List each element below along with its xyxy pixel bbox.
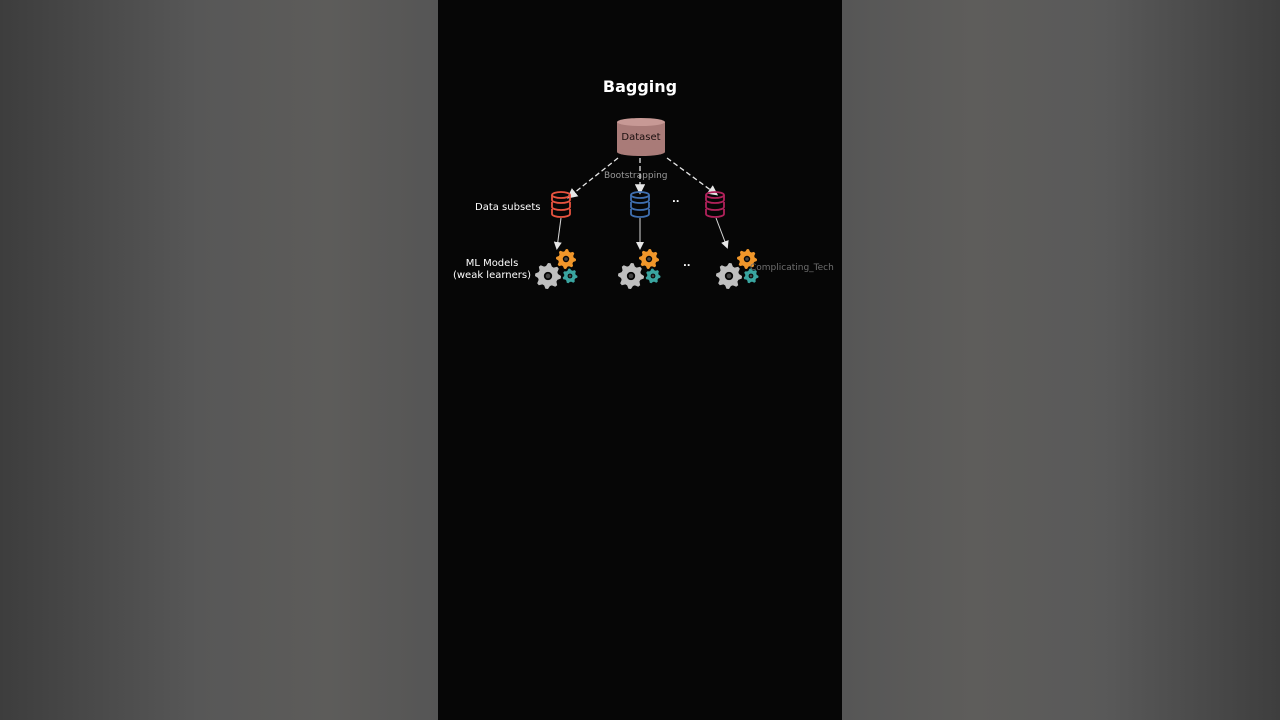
bootstrap-arrow-right <box>666 157 719 196</box>
model-arrow-3 <box>715 217 729 249</box>
gear-icon <box>556 249 576 269</box>
ml-models-label-line1: ML Models <box>465 258 519 269</box>
gear-icon <box>639 249 659 269</box>
subsets-ellipsis: .. <box>672 194 680 205</box>
gear-icon <box>535 263 561 289</box>
bagging-diagram <box>535 118 759 289</box>
ml-model-gears-icon <box>716 249 759 289</box>
dataset-label: Dataset <box>621 132 661 143</box>
data-subsets-label: Data subsets <box>475 202 541 213</box>
dataset-cylinder-icon <box>617 118 665 156</box>
gear-icon <box>716 263 742 289</box>
watermark: Complicating_Tech <box>750 263 834 273</box>
model-arrow-1 <box>553 217 562 250</box>
blurred-background-left <box>0 0 438 720</box>
gear-icon <box>645 268 661 284</box>
data-subset-database-icon <box>551 191 571 218</box>
bootstrap-arrow-left <box>566 157 619 199</box>
ml-model-gears-icon <box>618 249 661 289</box>
models-ellipsis: .. <box>683 258 691 269</box>
gear-icon <box>743 268 759 284</box>
bootstrapping-label: Bootstrapping <box>604 171 668 181</box>
gear-icon <box>562 268 578 284</box>
ml-models-label: ML Models (weak learners) <box>451 258 533 282</box>
blurred-background-right <box>842 0 1280 720</box>
data-subset-database-icon <box>630 191 650 218</box>
gear-icon <box>737 249 757 269</box>
diagram-title: Bagging <box>602 77 678 96</box>
gear-icon <box>618 263 644 289</box>
video-frame: Bagging Dataset Bootstrapping Data subse… <box>438 0 842 720</box>
data-subset-database-icon <box>705 191 725 218</box>
ml-models-label-line2: (weak learners) <box>452 270 532 281</box>
ml-model-gears-icon <box>535 249 578 289</box>
